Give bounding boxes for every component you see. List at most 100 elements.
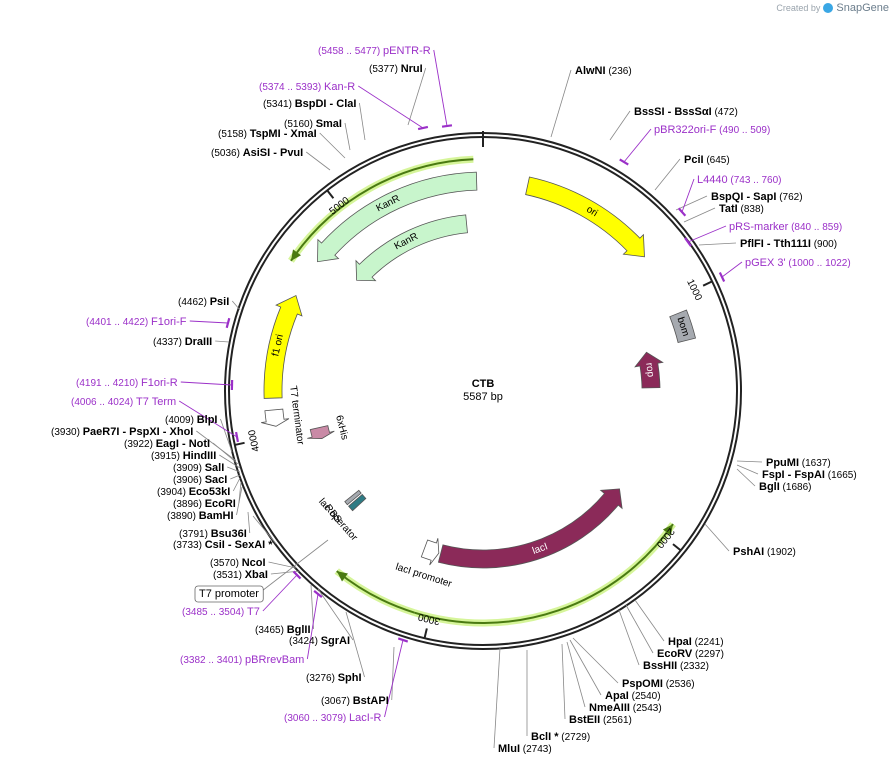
site-bcli[interactable]: BclI * (2729) — [531, 731, 590, 743]
site-sali[interactable]: (3909) SalI — [173, 462, 224, 474]
site-ncoi[interactable]: (3570) NcoI — [210, 557, 266, 569]
svg-text:(3424) SgrAI: (3424) SgrAI — [289, 635, 350, 647]
primer-f1ori-r[interactable]: (4191 .. 4210) F1ori-R — [76, 377, 178, 389]
site-pspomi[interactable]: PspOMI (2536) — [622, 678, 695, 690]
feature-t7-terminator[interactable] — [261, 408, 290, 427]
site-bsshii[interactable]: BssHII (2332) — [643, 660, 709, 672]
site-position: (3909) — [173, 463, 205, 474]
site-position: (762) — [776, 192, 802, 203]
site-ecori[interactable]: (3896) EcoRI — [173, 498, 236, 510]
site-bstapi[interactable]: (3067) BstAPI — [321, 695, 389, 707]
site-eco53ki[interactable]: (3904) Eco53kI — [157, 486, 230, 498]
primer-t7-term[interactable]: (4006 .. 4024) T7 Term — [71, 396, 176, 408]
site-enzyme-name: AlwNI — [575, 65, 606, 77]
site-enzyme-name: SmaI — [316, 118, 342, 130]
site-pflfi[interactable]: PflFI - Tth111I (900) — [740, 238, 837, 250]
site-bgli[interactable]: BglI (1686) — [759, 481, 811, 493]
site-csii[interactable]: (3733) CsiI - SexAI * — [173, 539, 273, 551]
feature-rbs[interactable] — [344, 489, 362, 506]
site-mlui[interactable]: MluI (2743) — [498, 743, 552, 755]
primer-kan-r[interactable]: (5374 .. 5393) Kan-R — [259, 81, 355, 93]
primer-pbrrevbam[interactable]: (3382 .. 3401) pBRrevBam — [180, 654, 304, 666]
tick-mark — [234, 441, 245, 446]
feature-ori[interactable] — [525, 176, 645, 258]
site-bsu36i[interactable]: (3791) Bsu36I — [179, 528, 247, 540]
feature-f1-ori[interactable] — [263, 294, 303, 399]
feature-bom[interactable] — [669, 309, 697, 343]
site-enzyme-name: PciI — [684, 154, 704, 166]
site-pshai[interactable]: PshAI (1902) — [733, 546, 796, 558]
feature-kanr[interactable] — [317, 171, 478, 263]
site-alwni[interactable]: AlwNI (236) — [575, 65, 632, 77]
site-nmeaiii[interactable]: NmeAIII (2543) — [589, 702, 662, 714]
site-ppumi[interactable]: PpuMI (1637) — [766, 457, 831, 469]
site-bglii[interactable]: (3465) BglII — [255, 624, 311, 636]
orf-arc — [290, 158, 474, 262]
primer-prs-marker[interactable]: pRS-marker (840 .. 859) — [729, 221, 842, 233]
primer-pentr-r[interactable]: (5458 .. 5477) pENTR-R — [318, 45, 431, 57]
site-xbai[interactable]: (3531) XbaI — [213, 569, 268, 581]
primer-laci-r[interactable]: (3060 .. 3079) LacI-R — [284, 712, 382, 724]
svg-text:(5158) TspMI - XmaI: (5158) TspMI - XmaI — [218, 128, 317, 140]
site-hindiii[interactable]: (3915) HindIII — [151, 450, 216, 462]
orf-arrowhead — [336, 571, 348, 582]
orf-arrowhead — [662, 524, 674, 536]
primer-leader — [433, 49, 448, 127]
site-draiii[interactable]: (4337) DraIII — [153, 336, 212, 348]
primer-t7[interactable]: (3485 .. 3504) T7 — [182, 606, 260, 618]
snapgene-logo-icon — [823, 3, 834, 13]
site-nrui[interactable]: (5377) NruI — [369, 63, 423, 75]
site-apai[interactable]: ApaI (2540) — [605, 690, 661, 702]
site-leader — [550, 69, 572, 138]
site-smai[interactable]: (5160) SmaI — [284, 118, 342, 130]
site-saci[interactable]: (3906) SacI — [173, 474, 227, 486]
site-psii[interactable]: (4462) PsiI — [178, 296, 229, 308]
feature-6xhis[interactable] — [307, 425, 335, 439]
primer-pgex-3[interactable]: pGEX 3' (1000 .. 1022) — [745, 257, 851, 269]
primer-range: (1000 .. 1022) — [786, 258, 851, 269]
primer-l4440[interactable]: L4440 (743 .. 760) — [697, 174, 782, 186]
site-bsssi[interactable]: BssSI - BssSαI (472) — [634, 106, 738, 118]
feature-lac-operator[interactable] — [348, 493, 367, 512]
site-position: (2332) — [677, 661, 709, 672]
feature-kanr[interactable] — [355, 214, 468, 282]
site-hpai[interactable]: HpaI (2241) — [668, 636, 724, 648]
primer-pbr322ori-f[interactable]: pBR322ori-F (490 .. 509) — [654, 124, 770, 136]
site-sgrai[interactable]: (3424) SgrAI — [289, 635, 350, 647]
primer-range: (3382 .. 3401) — [180, 655, 245, 666]
site-enzyme-name: HpaI — [668, 636, 692, 648]
site-ecorv[interactable]: EcoRV (2297) — [657, 648, 724, 660]
site-leader — [625, 604, 654, 654]
site-tati[interactable]: TatI (838) — [719, 203, 764, 215]
primer-binding-mark — [397, 637, 409, 643]
site-sphi[interactable]: (3276) SphI — [306, 672, 362, 684]
site-eagi[interactable]: (3922) EagI - NotI — [124, 438, 210, 450]
site-blpi[interactable]: (4009) BlpI — [165, 414, 217, 426]
primer-range: (4401 .. 4422) — [86, 317, 151, 328]
primer-name: T7 — [247, 606, 260, 618]
feature-laci-promoter[interactable] — [420, 538, 440, 566]
site-asisi[interactable]: (5036) AsiSI - PvuI — [211, 147, 303, 159]
site-enzyme-name: - NotI — [179, 438, 210, 450]
site-bspqi[interactable]: BspQI - SapI (762) — [711, 191, 803, 203]
site-paer7i[interactable]: (3930) PaeR7I - PspXI - XhoI — [51, 426, 193, 438]
site-position: (1902) — [764, 547, 796, 558]
site-tspmi[interactable]: (5158) TspMI - XmaI — [218, 128, 317, 140]
feature-rop[interactable] — [634, 351, 664, 389]
label-t7-promoter[interactable]: T7 promoter — [194, 585, 264, 603]
primer-f1ori-f[interactable]: (4401 .. 4422) F1ori-F — [86, 316, 187, 328]
site-position: (4009) — [165, 415, 197, 426]
site-position: (4462) — [178, 297, 210, 308]
site-leader — [231, 300, 241, 311]
site-enzyme-name: TatI — [719, 203, 738, 215]
feature-laci[interactable] — [437, 488, 623, 569]
primer-binding-mark — [292, 570, 302, 580]
snapgene-branding: Created by SnapGene — [776, 2, 889, 14]
site-bsteii[interactable]: BstEII (2561) — [569, 714, 632, 726]
site-pcii[interactable]: PciI (645) — [684, 154, 730, 166]
site-fspi[interactable]: FspI - FspAI (1665) — [762, 469, 857, 481]
site-bamhi[interactable]: (3890) BamHI — [167, 510, 234, 522]
site-bspdi[interactable]: (5341) BspDI - ClaI — [263, 98, 356, 110]
svg-text:(4009) BlpI: (4009) BlpI — [165, 414, 217, 426]
